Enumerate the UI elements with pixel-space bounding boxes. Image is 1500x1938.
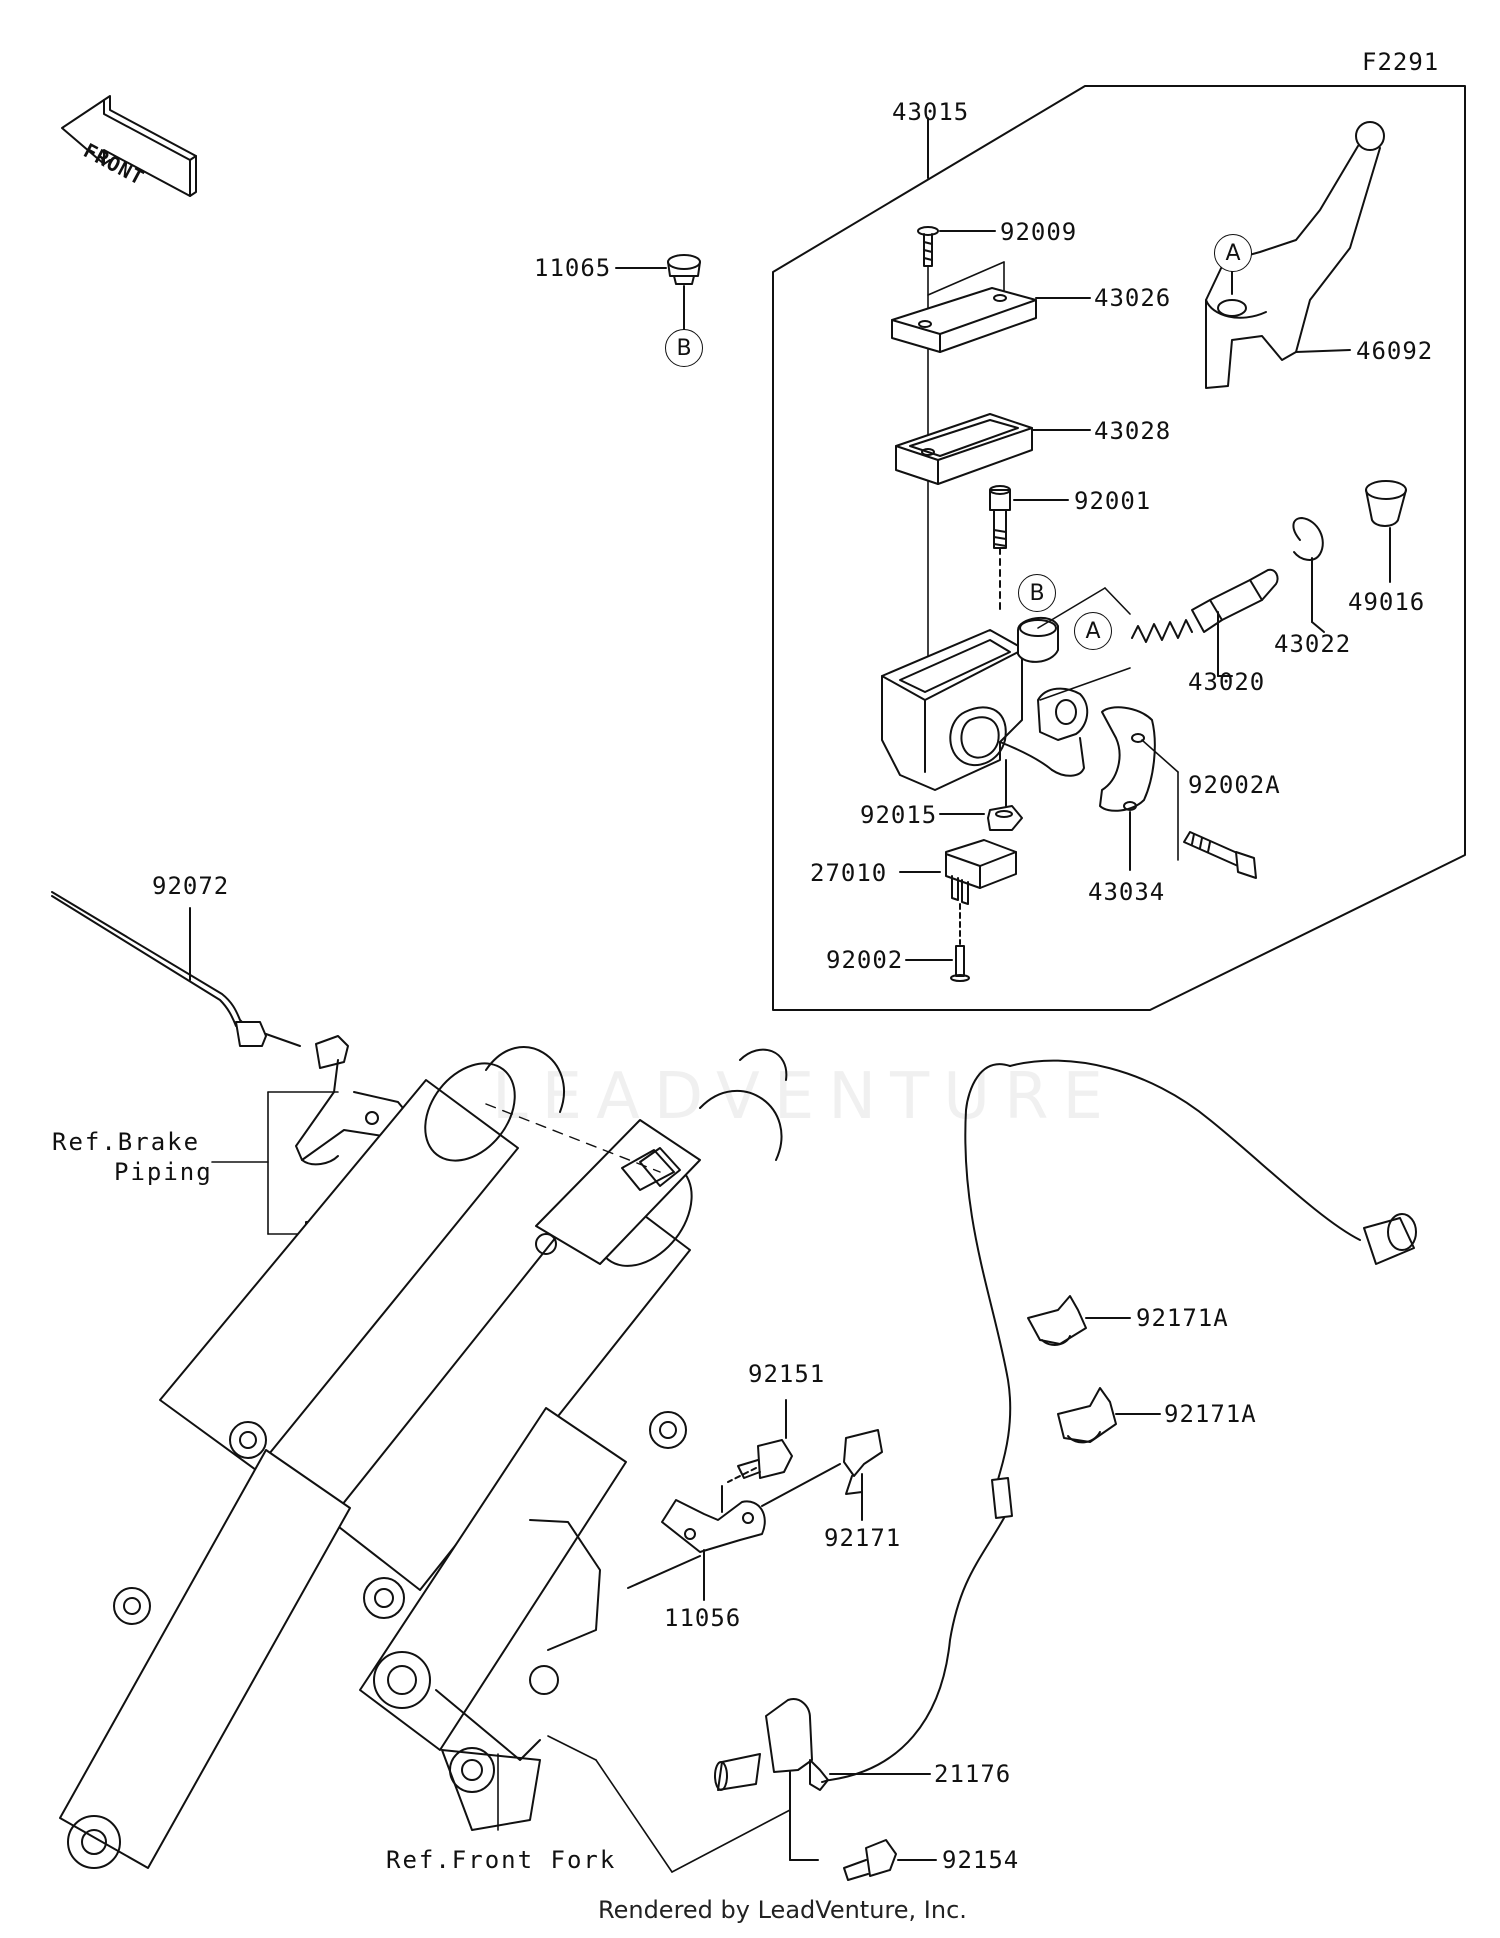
marker-b-cap: B <box>665 329 703 367</box>
piston-43020 <box>1131 568 1279 677</box>
master-cylinder-body <box>881 616 1089 791</box>
cap-11065 <box>615 254 701 333</box>
part-92171: 92171 <box>824 1524 902 1552</box>
part-49016: 49016 <box>1348 588 1426 616</box>
ref-brake-piping-line2: Piping <box>114 1158 213 1186</box>
switch-27010 <box>899 839 1017 945</box>
cap-43026 <box>891 287 1091 353</box>
part-92171a-upper: 92171A <box>1136 1304 1229 1332</box>
part-92009: 92009 <box>1000 218 1078 246</box>
part-92015: 92015 <box>860 801 938 829</box>
part-11056: 11056 <box>664 1604 742 1632</box>
marker-a-body: A <box>1074 612 1112 650</box>
part-92171a-lower: 92171A <box>1164 1400 1257 1428</box>
footer-credit: Rendered by LeadVenture, Inc. <box>598 1896 967 1924</box>
hose-92072 <box>51 891 301 1047</box>
part-27010: 27010 <box>810 859 888 887</box>
watermark: LEADVENTURE <box>492 1060 1117 1134</box>
bolt-92151 <box>721 1399 793 1513</box>
part-43022: 43022 <box>1274 630 1352 658</box>
bolt-92002a <box>1183 831 1257 879</box>
diagram-id: F2291 <box>1362 48 1440 76</box>
clip-92171a-lower <box>1057 1387 1161 1444</box>
part-43020: 43020 <box>1188 668 1266 696</box>
kit-outline <box>772 85 1466 1011</box>
marker-a-lever: A <box>1214 234 1252 272</box>
bolt-92001 <box>989 485 1069 613</box>
part-92072: 92072 <box>152 872 230 900</box>
part-92002a: 92002A <box>1188 771 1281 799</box>
boot-49016 <box>1365 480 1407 583</box>
marker-b-body: B <box>1018 574 1056 612</box>
part-92002: 92002 <box>826 946 904 974</box>
ref-front-fork: Ref.Front Fork <box>386 1846 617 1874</box>
part-43026: 43026 <box>1094 284 1172 312</box>
part-43028: 43028 <box>1094 417 1172 445</box>
part-21176: 21176 <box>934 1760 1012 1788</box>
lever-46092 <box>1205 121 1385 389</box>
bracket-11056 <box>627 1499 766 1601</box>
ref-brake-piping-line1: Ref.Brake <box>52 1128 201 1156</box>
part-43034: 43034 <box>1088 878 1166 906</box>
part-92001: 92001 <box>1074 487 1152 515</box>
clip-92171a-upper <box>1027 1295 1131 1346</box>
clip-92171 <box>761 1429 883 1521</box>
nut-92015 <box>939 759 1023 831</box>
clamp-43034 <box>1099 706 1156 871</box>
circlip-43022 <box>1292 517 1325 633</box>
part-46092: 46092 <box>1356 337 1434 365</box>
screw-92002 <box>905 945 970 982</box>
part-92151: 92151 <box>748 1360 826 1388</box>
part-43015: 43015 <box>892 98 970 126</box>
part-92154: 92154 <box>942 1846 1020 1874</box>
diaphragm-43028 <box>895 413 1091 485</box>
front-arrow-icon <box>61 95 197 197</box>
screw-92009 <box>917 226 996 267</box>
part-11065: 11065 <box>534 254 612 282</box>
front-fork <box>59 1046 788 1869</box>
bolt-92154 <box>843 1839 937 1881</box>
sensor-21176 <box>714 1059 1417 1861</box>
